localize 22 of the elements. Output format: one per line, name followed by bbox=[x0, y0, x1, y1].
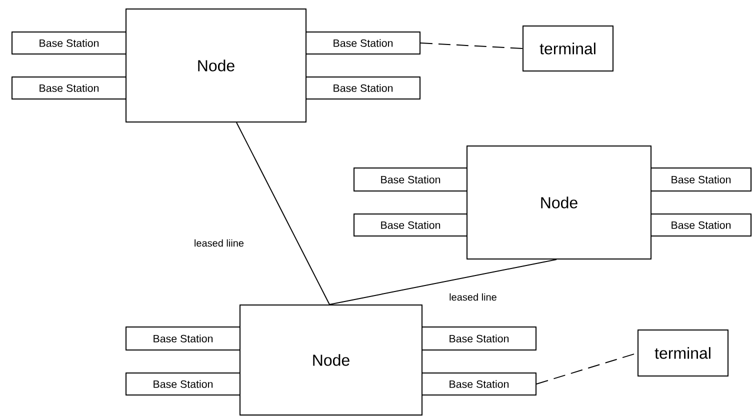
base-station-box: Base Station bbox=[354, 214, 468, 236]
connector-line bbox=[236, 122, 330, 305]
base-station-box: Base Station bbox=[12, 32, 126, 54]
base-station-box: Base Station bbox=[650, 168, 752, 192]
base-station-box: Base Station bbox=[12, 76, 126, 100]
dashed-connector bbox=[420, 42, 523, 49]
edge-label: leased line bbox=[448, 292, 498, 302]
node-box: Node bbox=[240, 304, 422, 416]
edge-label: leased liine bbox=[192, 238, 246, 248]
base-station-box: Base Station bbox=[126, 326, 240, 350]
base-station-box: Base Station bbox=[422, 326, 536, 350]
node-box: Node bbox=[466, 146, 652, 260]
base-station-box: Base Station bbox=[354, 168, 468, 192]
node-box: Node bbox=[126, 8, 306, 122]
base-station-box: Base Station bbox=[126, 372, 240, 396]
connector-line bbox=[329, 259, 557, 305]
base-station-box: Base Station bbox=[422, 372, 536, 396]
terminal-box: terminal bbox=[522, 26, 614, 72]
base-station-box: Base Station bbox=[650, 214, 752, 236]
base-station-box: Base Station bbox=[306, 32, 420, 54]
terminal-box: terminal bbox=[638, 330, 728, 376]
base-station-box: Base Station bbox=[306, 76, 420, 100]
